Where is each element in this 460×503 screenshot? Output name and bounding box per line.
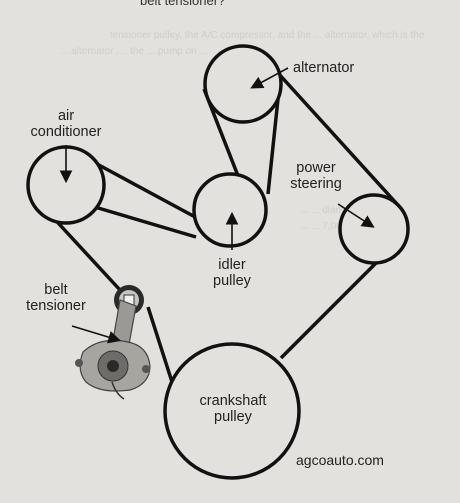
tensioner-pivot bbox=[107, 360, 119, 372]
label-air-conditioner: air conditioner bbox=[18, 108, 114, 140]
background-text-line: tensioner pulley, the A/C compressor, an… bbox=[110, 30, 425, 41]
mount-bolt bbox=[75, 359, 83, 367]
label-belt-tensioner: belt tensioner bbox=[14, 282, 98, 314]
label-line: pulley bbox=[214, 409, 252, 425]
tensioner-tab bbox=[111, 381, 125, 400]
header-caption: belt tensioner? bbox=[140, 0, 226, 8]
label-alternator: alternator bbox=[293, 60, 355, 76]
label-power-steering: power steering bbox=[278, 160, 354, 192]
background-text-line: ... ... 7,000 ... bbox=[300, 221, 359, 232]
label-line: idler bbox=[218, 257, 246, 273]
belt-segment bbox=[87, 203, 197, 239]
label-line: belt bbox=[44, 282, 68, 298]
belt-segment bbox=[46, 210, 122, 292]
label-line: steering bbox=[290, 176, 342, 192]
belt-segment bbox=[279, 261, 378, 360]
background-text-line: ... alternator .... the ... pump on ... bbox=[60, 46, 208, 57]
label-crankshaft-pulley: crankshaft pulley bbox=[188, 393, 278, 425]
mount-bolt bbox=[142, 365, 150, 373]
label-idler-pulley: idler pulley bbox=[200, 257, 264, 289]
belt-segment bbox=[266, 98, 280, 195]
crankshaft-pulley bbox=[163, 342, 301, 480]
belt-segments bbox=[46, 49, 399, 386]
watermark-text: agcoauto.com bbox=[296, 452, 384, 468]
belt-segment bbox=[146, 306, 175, 386]
label-line: power bbox=[296, 160, 336, 176]
label-line: crankshaft bbox=[199, 393, 267, 409]
alternator-pulley bbox=[203, 44, 283, 124]
label-line: air bbox=[57, 108, 75, 124]
belt-segment bbox=[96, 162, 198, 220]
power-steering-pulley bbox=[338, 193, 410, 265]
label-line: tensioner bbox=[26, 298, 86, 314]
power-steering-arrow bbox=[337, 203, 375, 228]
idler-pulley bbox=[192, 172, 268, 248]
label-line: conditioner bbox=[30, 124, 102, 140]
label-line: pulley bbox=[213, 273, 251, 289]
alternator-arrow bbox=[250, 67, 289, 89]
tensioner-arrow bbox=[71, 325, 122, 344]
